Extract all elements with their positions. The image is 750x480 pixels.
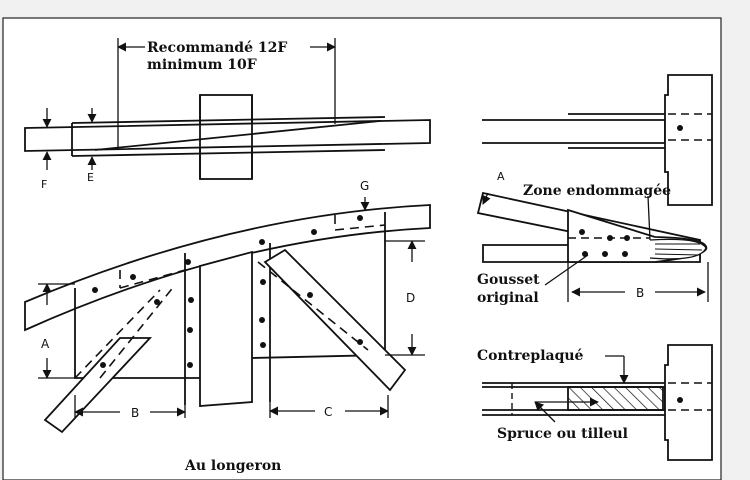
right-top-view [482, 74, 713, 206]
recommended-label: Recommandé 12F [147, 40, 287, 56]
dim-b-label: B [131, 406, 139, 420]
right-dim-b-label: B [636, 286, 644, 300]
dim-a-label: A [41, 337, 50, 351]
caption-label: Au longeron [184, 458, 281, 474]
damaged-zone-label: Zone endommagée [523, 183, 671, 199]
gusset-label-line1: Gousset [477, 272, 540, 288]
plywood-label: Contreplaqué [477, 348, 584, 364]
main-rib-view [24, 197, 431, 434]
spruce-label: Spruce ou tilleul [497, 426, 628, 442]
minimum-label: minimum 10F [147, 57, 257, 73]
gusset-label-line2: original [477, 290, 539, 306]
dim-g-label: G [360, 179, 369, 193]
top-splice-view [24, 38, 431, 180]
right-damaged-view [476, 191, 709, 302]
right-plywood-view [482, 344, 713, 461]
dim-e-label: E [87, 171, 94, 184]
dim-f-label: F [41, 178, 47, 191]
dim-d-label: D [406, 291, 415, 305]
dim-c-label: C [324, 405, 332, 419]
right-dim-a-label: A [497, 170, 505, 183]
